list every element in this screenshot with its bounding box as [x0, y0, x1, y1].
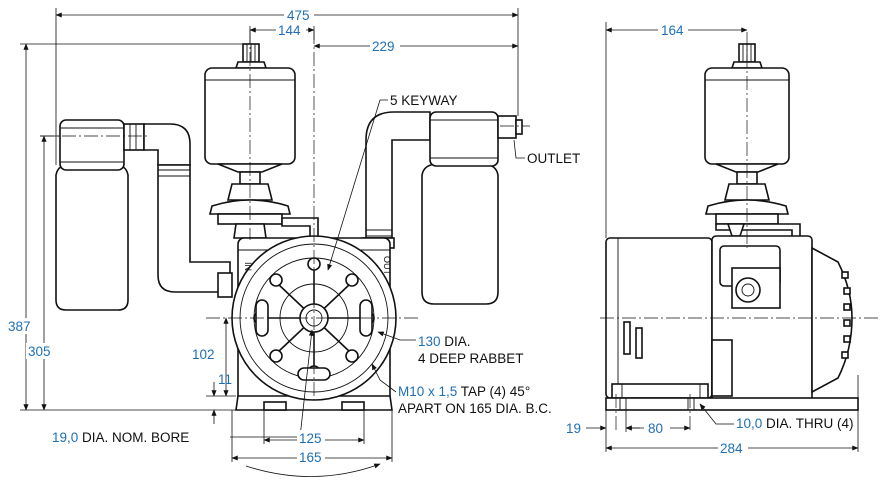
dim-side-length: 284: [720, 441, 743, 456]
outlet-port-label: OUT: [382, 256, 392, 276]
note-keyway: 5 KEYWAY: [390, 93, 458, 108]
note-outlet: OUTLET: [527, 151, 580, 166]
inlet-port-label: IN: [243, 262, 253, 271]
dim-filter-offset: 144: [278, 23, 301, 38]
outlet-trap-bottle: [361, 111, 523, 305]
front-view: IN OUT: [6, 6, 580, 477]
dim-overall-height: 387: [8, 319, 31, 334]
dim-shaft-height: 102: [192, 347, 215, 362]
side-oil-mist-filter: [704, 43, 801, 239]
dim-foot-165: 165: [299, 450, 322, 465]
note-thru-holes: 10,0 DIA. THRU (4): [736, 416, 854, 431]
dim-outlet-offset: 229: [372, 39, 395, 54]
dim-side-edge-19: 19: [566, 421, 581, 436]
note-rabbet-dia: 130 DIA.: [418, 334, 471, 349]
side-cooling-slots: [841, 271, 851, 359]
inlet-trap-bottle: [55, 119, 233, 311]
note-tap-apart: APART ON 165 DIA. B.C.: [398, 401, 552, 416]
rotation-arrow: [245, 463, 381, 477]
dim-overall-width: 475: [287, 8, 310, 23]
dim-base-height: 11: [218, 372, 232, 387]
side-view: 164 19 80 284 10,0 DIA. THRU (4): [566, 22, 880, 456]
dim-side-hole-80: 80: [648, 421, 663, 436]
dim-foot-125: 125: [299, 431, 322, 446]
oil-mist-filter: [204, 43, 319, 245]
note-rabbet-depth: 4 DEEP RABBET: [418, 351, 524, 366]
note-bore: 19,0 DIA. NOM. BORE: [52, 430, 189, 445]
dim-side-width: 164: [661, 23, 684, 38]
note-tap: M10 x 1,5 TAP (4) 45°: [398, 384, 530, 399]
dim-height-305: 305: [28, 344, 51, 359]
